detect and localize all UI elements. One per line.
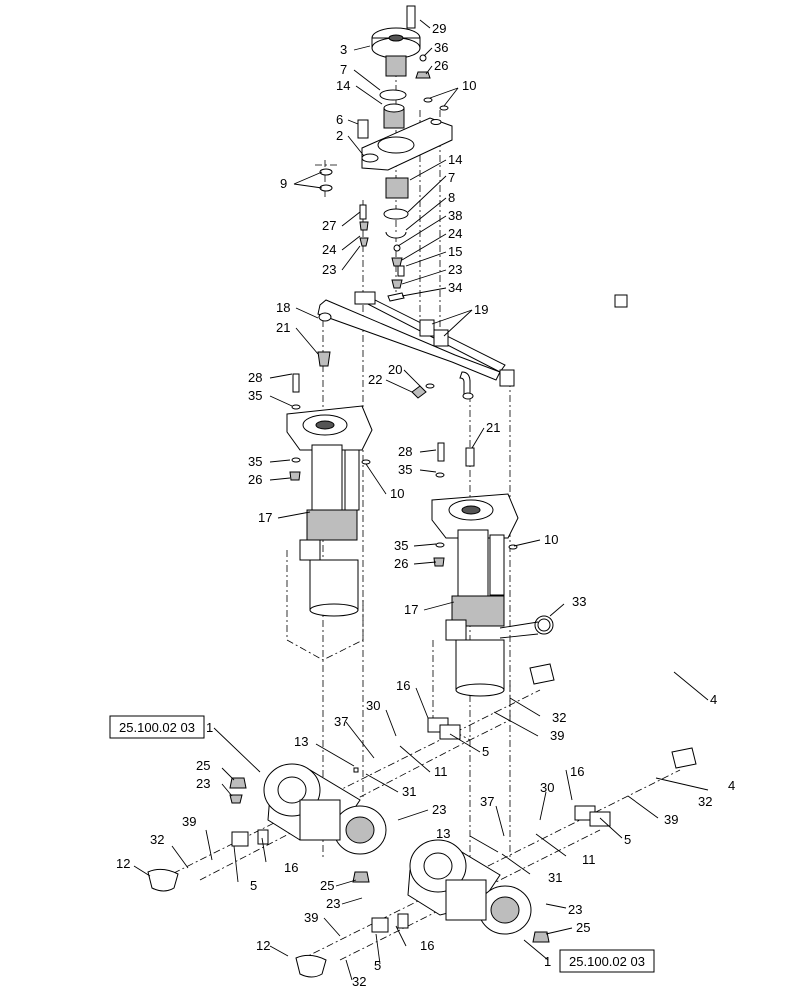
callout-1-upper: 1 [206, 720, 213, 735]
callout-17-right: 17 [404, 602, 418, 617]
callout-39-upper-right: 39 [550, 728, 564, 743]
callout-34: 34 [448, 280, 462, 295]
callout-23-lower-right: 23 [568, 902, 582, 917]
callout-24-left: 24 [322, 242, 336, 257]
reference-box-upper[interactable]: 25.100.02 03 [109, 715, 205, 739]
callout-39-lower-left: 39 [304, 910, 318, 925]
callout-26-top: 26 [434, 58, 448, 73]
callout-37-lower: 37 [480, 794, 494, 809]
callout-10-left: 10 [390, 486, 404, 501]
tie-rod-assembly [317, 291, 628, 400]
callout-7-top: 7 [340, 62, 347, 77]
upper-axle-assembly [147, 663, 555, 892]
callout-2: 2 [336, 128, 343, 143]
steering-arm-assembly [319, 5, 453, 302]
reference-box-lower[interactable]: 25.100.02 03 [559, 949, 655, 973]
leader-lines [133, 19, 709, 981]
callout-5-lower-left: 5 [374, 958, 381, 973]
callout-30-lower: 30 [540, 780, 554, 795]
callout-26-right: 26 [394, 556, 408, 571]
reference-box-upper-label: 25.100.02 03 [119, 720, 195, 735]
callout-27: 27 [322, 218, 336, 233]
callout-18: 18 [276, 300, 290, 315]
callout-1-lower: 1 [544, 954, 551, 969]
callout-28-right: 28 [398, 444, 412, 459]
callout-5-upper-right: 5 [482, 744, 489, 759]
callout-23-left: 23 [322, 262, 336, 277]
callout-6: 6 [336, 112, 343, 127]
callout-16-upper-right: 16 [396, 678, 410, 693]
callout-28-left: 28 [248, 370, 262, 385]
callout-13-lower: 13 [436, 826, 450, 841]
callout-11-lower: 11 [582, 852, 596, 867]
callout-21-left: 21 [276, 320, 290, 335]
callout-5-lower-right: 5 [624, 832, 631, 847]
callout-32-lower-left: 32 [352, 974, 366, 989]
callout-23-upper-left: 23 [196, 776, 210, 791]
reference-box-lower-label: 25.100.02 03 [569, 954, 645, 969]
callout-30-upper: 30 [366, 698, 380, 713]
callout-36: 36 [434, 40, 448, 55]
callout-25-upper: 25 [196, 758, 210, 773]
callout-17-left: 17 [258, 510, 272, 525]
callout-23-upper-right: 23 [432, 802, 446, 817]
callout-32-upper-left: 32 [150, 832, 164, 847]
callout-10-right: 10 [544, 532, 558, 547]
callout-16-lower-left: 16 [420, 938, 434, 953]
callout-11-upper: 11 [434, 764, 448, 779]
callout-7-lower: 7 [448, 170, 455, 185]
callout-24-right: 24 [448, 226, 462, 241]
right-strut [431, 442, 554, 697]
callout-25-lower-left: 25 [320, 878, 334, 893]
callout-15: 15 [448, 244, 462, 259]
callout-8: 8 [448, 190, 455, 205]
callout-labels: 29 3 36 26 7 14 10 6 2 9 14 7 8 38 24 15… [116, 21, 735, 989]
callout-31-lower: 31 [548, 870, 562, 885]
callout-4-lower: 4 [728, 778, 735, 793]
callout-12-upper: 12 [116, 856, 130, 871]
callout-16-lower-right: 16 [570, 764, 584, 779]
callout-14-lower: 14 [448, 152, 462, 167]
callout-35-right-top: 35 [398, 462, 412, 477]
callout-19: 19 [474, 302, 488, 317]
callout-38: 38 [448, 208, 462, 223]
callout-29: 29 [432, 21, 446, 36]
callout-14-top: 14 [336, 78, 350, 93]
callout-26-left: 26 [248, 472, 262, 487]
callout-35-right: 35 [394, 538, 408, 553]
callout-10-top: 10 [462, 78, 476, 93]
callout-3: 3 [340, 42, 347, 57]
callout-16-upper-left: 16 [284, 860, 298, 875]
callout-23-lower-left: 23 [326, 896, 340, 911]
callout-37-upper: 37 [334, 714, 348, 729]
callout-12-lower: 12 [256, 938, 270, 953]
left-strut [286, 373, 373, 617]
callout-31-upper: 31 [402, 784, 416, 799]
callout-33: 33 [572, 594, 586, 609]
callout-35-left-top: 35 [248, 388, 262, 403]
callout-23-right: 23 [448, 262, 462, 277]
callout-35-left: 35 [248, 454, 262, 469]
callout-20: 20 [388, 362, 402, 377]
callout-25-lower-right: 25 [576, 920, 590, 935]
lower-axle-assembly [295, 747, 697, 978]
callout-39-lower-right: 39 [664, 812, 678, 827]
callout-39-upper-left: 39 [182, 814, 196, 829]
callout-22: 22 [368, 372, 382, 387]
callout-9: 9 [280, 176, 287, 191]
callout-13-upper: 13 [294, 734, 308, 749]
callout-21-right: 21 [486, 420, 500, 435]
callout-32-lower-right: 32 [698, 794, 712, 809]
callout-4-upper: 4 [710, 692, 717, 707]
callout-5-upper-left: 5 [250, 878, 257, 893]
callout-32-upper-right: 32 [552, 710, 566, 725]
